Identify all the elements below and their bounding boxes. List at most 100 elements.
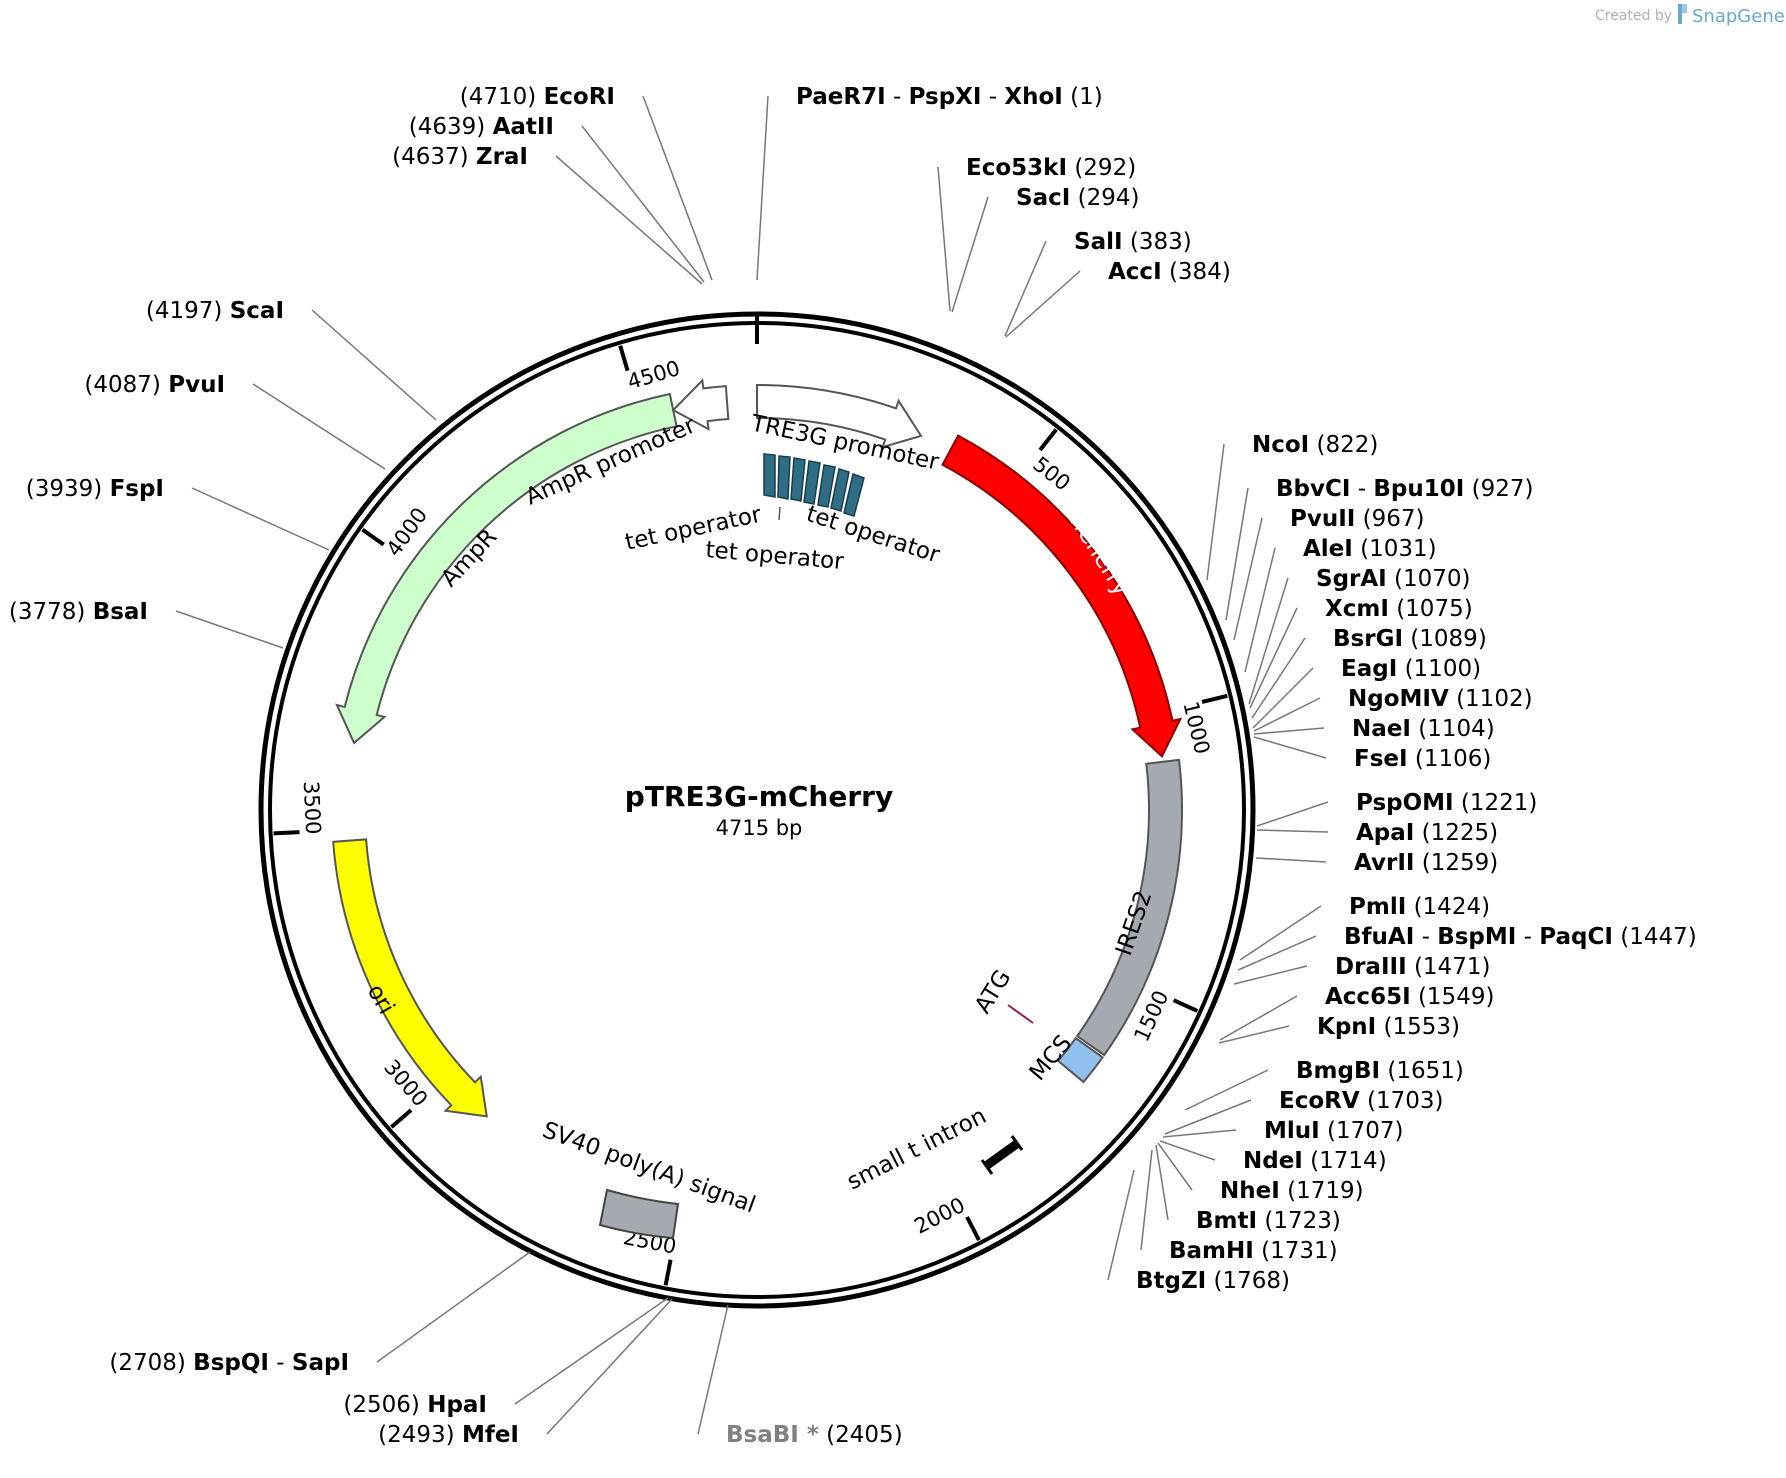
tet-operator-box[interactable]	[763, 453, 776, 498]
site-label-scai[interactable]: (4197) ScaI	[146, 298, 284, 324]
site-label-zrai[interactable]: (4637) ZraI	[392, 144, 528, 170]
enzyme-name: DraIII	[1335, 954, 1407, 980]
small-t-intron-marker[interactable]	[980, 1135, 1024, 1175]
site-label-sali[interactable]: SalI (383)	[1074, 229, 1192, 255]
enzyme-name: BtgZI	[1136, 1268, 1206, 1294]
site-label-ndei[interactable]: NdeI (1714)	[1243, 1148, 1387, 1174]
site-label-apai[interactable]: ApaI (1225)	[1356, 820, 1498, 846]
feature-arrows	[332, 378, 1183, 1118]
site-label-paer7i[interactable]: PaeR7I - PspXI - XhoI (1)	[796, 84, 1103, 110]
site-label-mfei[interactable]: (2493) MfeI	[378, 1422, 519, 1448]
site-label-fsei[interactable]: FseI (1106)	[1354, 746, 1491, 772]
svg-text:BamHI (1731): BamHI (1731)	[1169, 1238, 1338, 1264]
site-label-bsai[interactable]: (3778) BsaI	[9, 599, 148, 625]
site-label-nhei[interactable]: NheI (1719)	[1220, 1178, 1364, 1204]
enzyme-name: NaeI	[1352, 716, 1411, 742]
site-label-alei[interactable]: AleI (1031)	[1303, 536, 1437, 562]
site-label-pmli[interactable]: PmlI (1424)	[1349, 894, 1490, 920]
site-label-ngomiv[interactable]: NgoMIV (1102)	[1348, 686, 1533, 712]
site-label-xcmi[interactable]: XcmI (1075)	[1325, 596, 1473, 622]
site-position: (2493)	[378, 1422, 462, 1448]
site-label-ecori[interactable]: (4710) EcoRI	[460, 84, 615, 110]
tet-operator-box[interactable]	[790, 457, 806, 502]
site-label-naei[interactable]: NaeI (1104)	[1352, 716, 1495, 742]
site-label-mlui[interactable]: MluI (1707)	[1264, 1118, 1404, 1144]
site-label-bbvci[interactable]: BbvCI - Bpu10I (927)	[1276, 476, 1533, 502]
enzyme-name: PmlI	[1349, 894, 1406, 920]
site-label-ncoi[interactable]: NcoI (822)	[1252, 432, 1378, 458]
tet-operator-leader	[778, 506, 781, 521]
svg-text:Eco53kI (292): Eco53kI (292)	[966, 155, 1136, 181]
site-label-bmti[interactable]: BmtI (1723)	[1196, 1208, 1341, 1234]
feature-ires2[interactable]	[1075, 758, 1183, 1057]
site-label-bmgbi[interactable]: BmgBI (1651)	[1296, 1058, 1464, 1084]
site-label-kpni[interactable]: KpnI (1553)	[1317, 1014, 1460, 1040]
site-leader-paer7i	[756, 95, 769, 281]
site-leader-mfei	[546, 1298, 673, 1435]
site-label-pvui[interactable]: (4087) PvuI	[84, 372, 225, 398]
tet-operator-label-3: tet operator	[704, 537, 845, 575]
site-label-pvuii[interactable]: PvuII (967)	[1290, 506, 1425, 532]
feature-ampr-promoter[interactable]	[671, 378, 730, 431]
site-label-bsrgi[interactable]: BsrGI (1089)	[1333, 626, 1487, 652]
tet-operator-box[interactable]	[777, 455, 791, 500]
site-position: (1424)	[1406, 894, 1490, 920]
site-label-bamhi[interactable]: BamHI (1731)	[1169, 1238, 1338, 1264]
tet-operator-boxes[interactable]	[763, 453, 865, 517]
site-label-acci[interactable]: AccI (384)	[1108, 259, 1231, 285]
feature-ampr[interactable]	[335, 392, 678, 745]
site-label-saci[interactable]: SacI (294)	[1016, 185, 1139, 211]
enzyme-name: Acc65I	[1325, 984, 1411, 1010]
enzyme-name: AvrII	[1354, 850, 1414, 876]
feature-ori[interactable]	[332, 838, 488, 1118]
site-leader-alei	[1244, 547, 1276, 673]
svg-text:(4087) PvuI: (4087) PvuI	[84, 372, 225, 398]
site-position: (1719)	[1280, 1178, 1364, 1204]
site-label-sgrai[interactable]: SgrAI (1070)	[1316, 566, 1471, 592]
site-label-pspomi[interactable]: PspOMI (1221)	[1356, 790, 1537, 816]
svg-text:MluI (1707): MluI (1707)	[1264, 1118, 1404, 1144]
site-label-eagi[interactable]: EagI (1100)	[1341, 656, 1481, 682]
site-label-bspqi[interactable]: (2708) BspQI - SapI	[109, 1350, 349, 1376]
site-position: -	[981, 84, 1004, 110]
svg-text:BsaBI * (2405): BsaBI * (2405)	[726, 1422, 903, 1448]
site-label-acc65i[interactable]: Acc65I (1549)	[1325, 984, 1494, 1010]
svg-text:(2493) MfeI: (2493) MfeI	[378, 1422, 519, 1448]
svg-text:NheI (1719): NheI (1719)	[1220, 1178, 1364, 1204]
site-label-draiii[interactable]: DraIII (1471)	[1335, 954, 1490, 980]
site-label-btgzi[interactable]: BtgZI (1768)	[1136, 1268, 1290, 1294]
site-leader-aatii	[581, 125, 705, 283]
sv40-polya-box[interactable]	[598, 1188, 680, 1240]
enzyme-name: PvuII	[1290, 506, 1355, 532]
tet-operator-box[interactable]	[817, 464, 836, 508]
enzyme-name: SacI	[1016, 185, 1070, 211]
svg-text:XcmI (1075): XcmI (1075)	[1325, 596, 1473, 622]
site-position: (4639)	[409, 114, 493, 140]
tet-operator-box[interactable]	[843, 473, 865, 517]
feature-mcherry[interactable]	[941, 434, 1183, 759]
site-label-fspi[interactable]: (3939) FspI	[26, 476, 164, 502]
site-leader-hpai	[514, 1297, 669, 1405]
site-leader-pmli	[1239, 905, 1322, 961]
atg-label: ATG	[970, 966, 1016, 1019]
site-label-ecorv[interactable]: EcoRV (1703)	[1279, 1088, 1443, 1114]
tick-2000	[965, 1216, 981, 1242]
svg-text:NdeI (1714): NdeI (1714)	[1243, 1148, 1387, 1174]
feature-mcs[interactable]	[1056, 1036, 1104, 1084]
site-label-eco53ki[interactable]: Eco53kI (292)	[966, 155, 1136, 181]
site-position: (1225)	[1414, 820, 1498, 846]
site-label-bsabi[interactable]: BsaBI * (2405)	[726, 1422, 903, 1448]
site-leader-bmti	[1155, 1144, 1169, 1221]
site-label-aatii[interactable]: (4639) AatII	[409, 114, 554, 140]
snapgene-credit[interactable]: Created by SnapGene	[1595, 4, 1785, 27]
site-position: (1731)	[1254, 1238, 1338, 1264]
site-label-hpai[interactable]: (2506) HpaI	[343, 1392, 487, 1418]
tet-operator-box[interactable]	[803, 460, 821, 505]
site-position: (1102)	[1449, 686, 1533, 712]
site-label-avrii[interactable]: AvrII (1259)	[1354, 850, 1498, 876]
feature-tre3g-promoter[interactable]	[756, 383, 923, 449]
tet-operator-box[interactable]	[830, 468, 850, 512]
restriction-site-labels: (4710) EcoRI (4639) AatII (4637) ZraI PaeR7…	[9, 84, 1697, 1448]
site-label-bfuai[interactable]: BfuAI - BspMI - PaqCI (1447)	[1344, 924, 1697, 950]
site-leader-ncoi	[1206, 443, 1225, 581]
